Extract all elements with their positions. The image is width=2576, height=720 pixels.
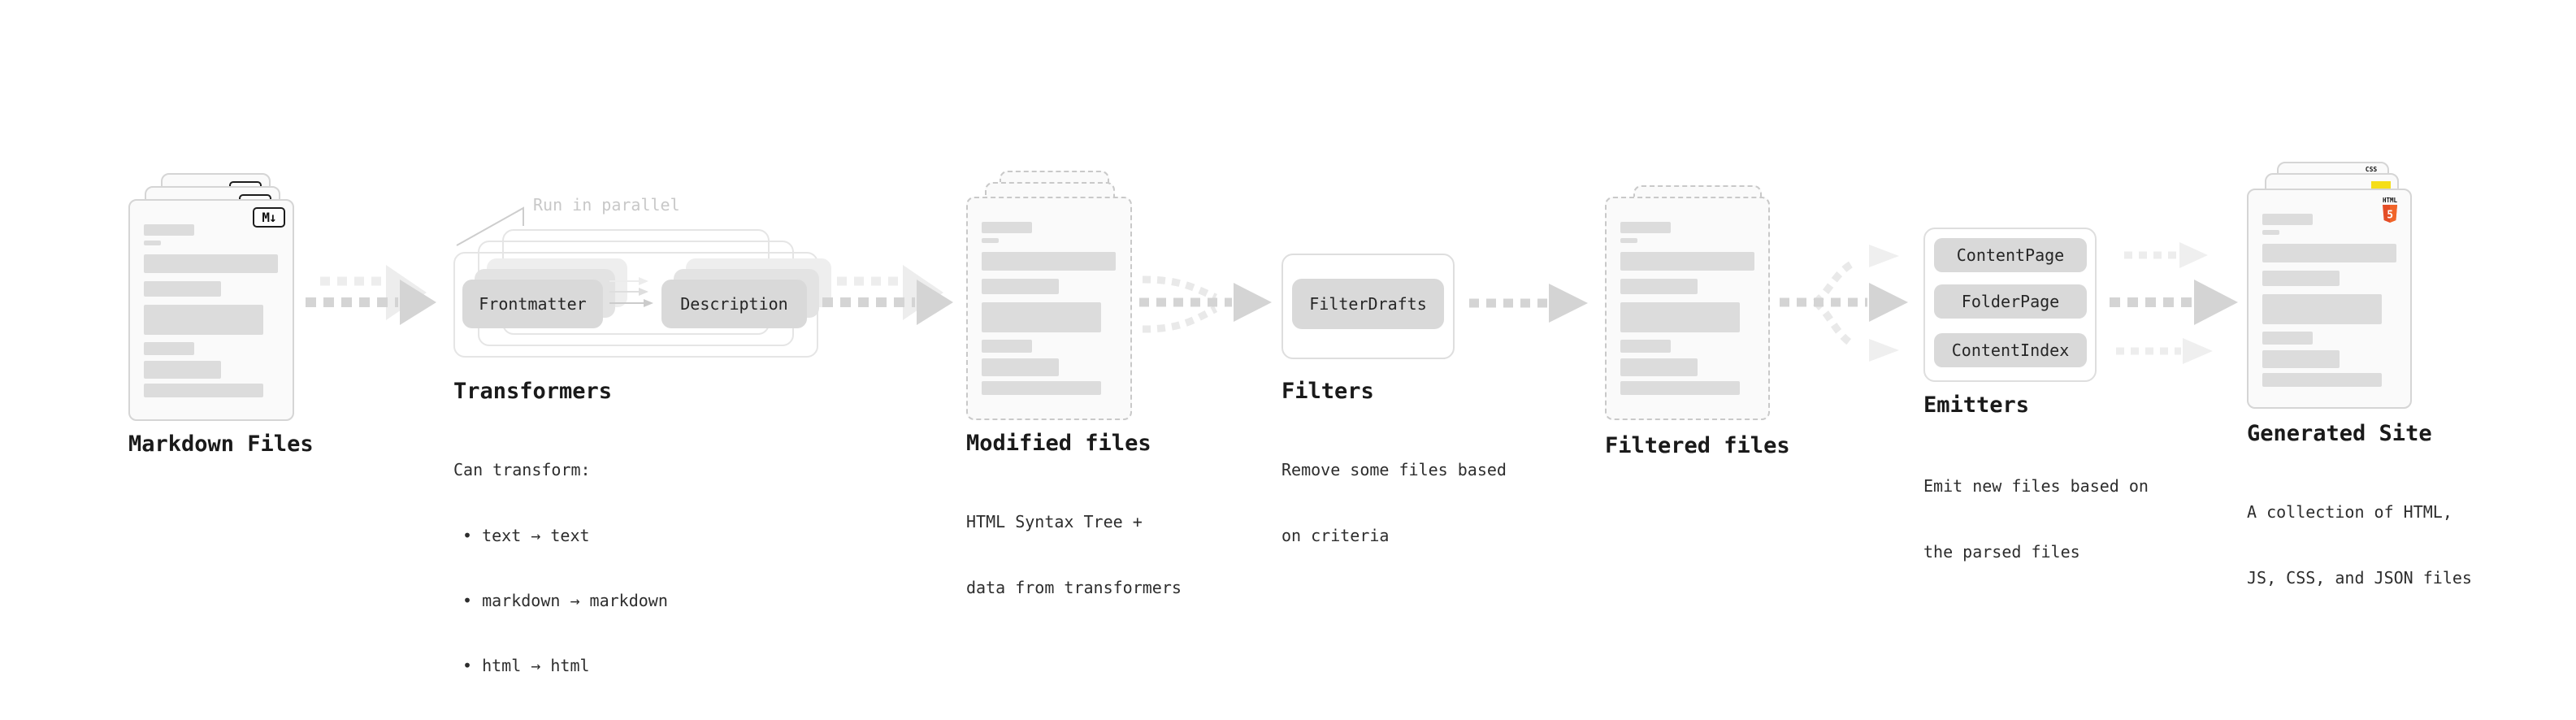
- filterdrafts-chip: FilterDrafts: [1292, 279, 1444, 329]
- caption-line: JS, CSS, and JSON files: [2247, 568, 2472, 588]
- file-content-skeleton: [1620, 222, 1760, 410]
- emitters-caption: Emit new files based on the parsed files: [1923, 432, 2149, 607]
- chip-to-chip-arrows: [609, 277, 653, 307]
- caption-line: HTML Syntax Tree +: [966, 512, 1143, 531]
- annotation-leader-line: [456, 206, 524, 246]
- filters-caption: Remove some files based on criteria: [1281, 415, 1507, 591]
- file-content-skeleton: [144, 224, 284, 411]
- flow-arrow-modified-to-filters: [1139, 275, 1272, 333]
- caption-line: the parsed files: [1923, 542, 2080, 562]
- stage-title-emitters: Emitters: [1923, 393, 2030, 418]
- filters-box: [1281, 254, 1455, 359]
- flow-arrow-markdown-to-transformers: [306, 265, 436, 325]
- contentindex-chip: ContentIndex: [1934, 333, 2087, 367]
- flow-arrow-filtered-to-emitters: [1780, 245, 1908, 362]
- file-content-skeleton: [982, 222, 1122, 410]
- markdown-icon: M↓: [253, 207, 285, 228]
- transform-bullet-item: • html → html: [462, 656, 590, 675]
- modified-files-caption: HTML Syntax Tree + data from transformer…: [966, 467, 1182, 643]
- caption-line: A collection of HTML,: [2247, 502, 2452, 522]
- svg-text:5: 5: [2387, 210, 2393, 222]
- svg-text:HTML: HTML: [2383, 197, 2398, 204]
- file-card-front: M↓: [128, 199, 294, 421]
- caption-line: Emit new files based on: [1923, 476, 2149, 496]
- file-content-skeleton: [2262, 214, 2402, 399]
- stage-title-filtered-files: Filtered files: [1605, 433, 1790, 458]
- caption-line: Remove some files based: [1281, 460, 1507, 479]
- transform-bullet-item: • text → text: [462, 526, 590, 545]
- contentpage-chip: ContentPage: [1934, 238, 2087, 272]
- caption-line: data from transformers: [966, 578, 1182, 597]
- html5-icon: HTML 5: [2383, 197, 2398, 223]
- flow-arrow-filters-to-filtered: [1469, 284, 1588, 323]
- generated-site-caption: A collection of HTML, JS, CSS, and JSON …: [2247, 458, 2472, 633]
- flow-arrow-transformers-to-modified: [822, 265, 953, 325]
- file-card-front: [966, 197, 1132, 420]
- emitters-box: [1923, 228, 2097, 382]
- flow-arrow-emitters-to-generated: [2110, 242, 2238, 364]
- transform-bullet-item: • markdown → markdown: [462, 591, 668, 610]
- folderpage-chip: FolderPage: [1934, 284, 2087, 319]
- file-card-front: [1605, 197, 1770, 420]
- stage-title-modified-files: Modified files: [966, 431, 1151, 456]
- stage-title-generated-site: Generated Site: [2247, 421, 2432, 446]
- caption-line: on criteria: [1281, 526, 1390, 545]
- frontmatter-chip: Frontmatter: [462, 280, 603, 328]
- stage-title-transformers: Transformers: [453, 379, 613, 404]
- pipeline-diagram: M↓ M↓ M↓ Markdown Files Frontmatter Desc…: [128, 162, 2472, 675]
- caption-line: Can transform:: [453, 460, 591, 479]
- file-card-front: HTML 5: [2247, 189, 2412, 409]
- transformers-caption: Can transform: • text → text • markdown …: [453, 415, 668, 720]
- stage-title-markdown-files: Markdown Files: [128, 432, 314, 457]
- description-chip: Description: [661, 280, 807, 328]
- run-in-parallel-annotation: Run in parallel: [533, 195, 680, 215]
- stage-title-filters: Filters: [1281, 379, 1374, 404]
